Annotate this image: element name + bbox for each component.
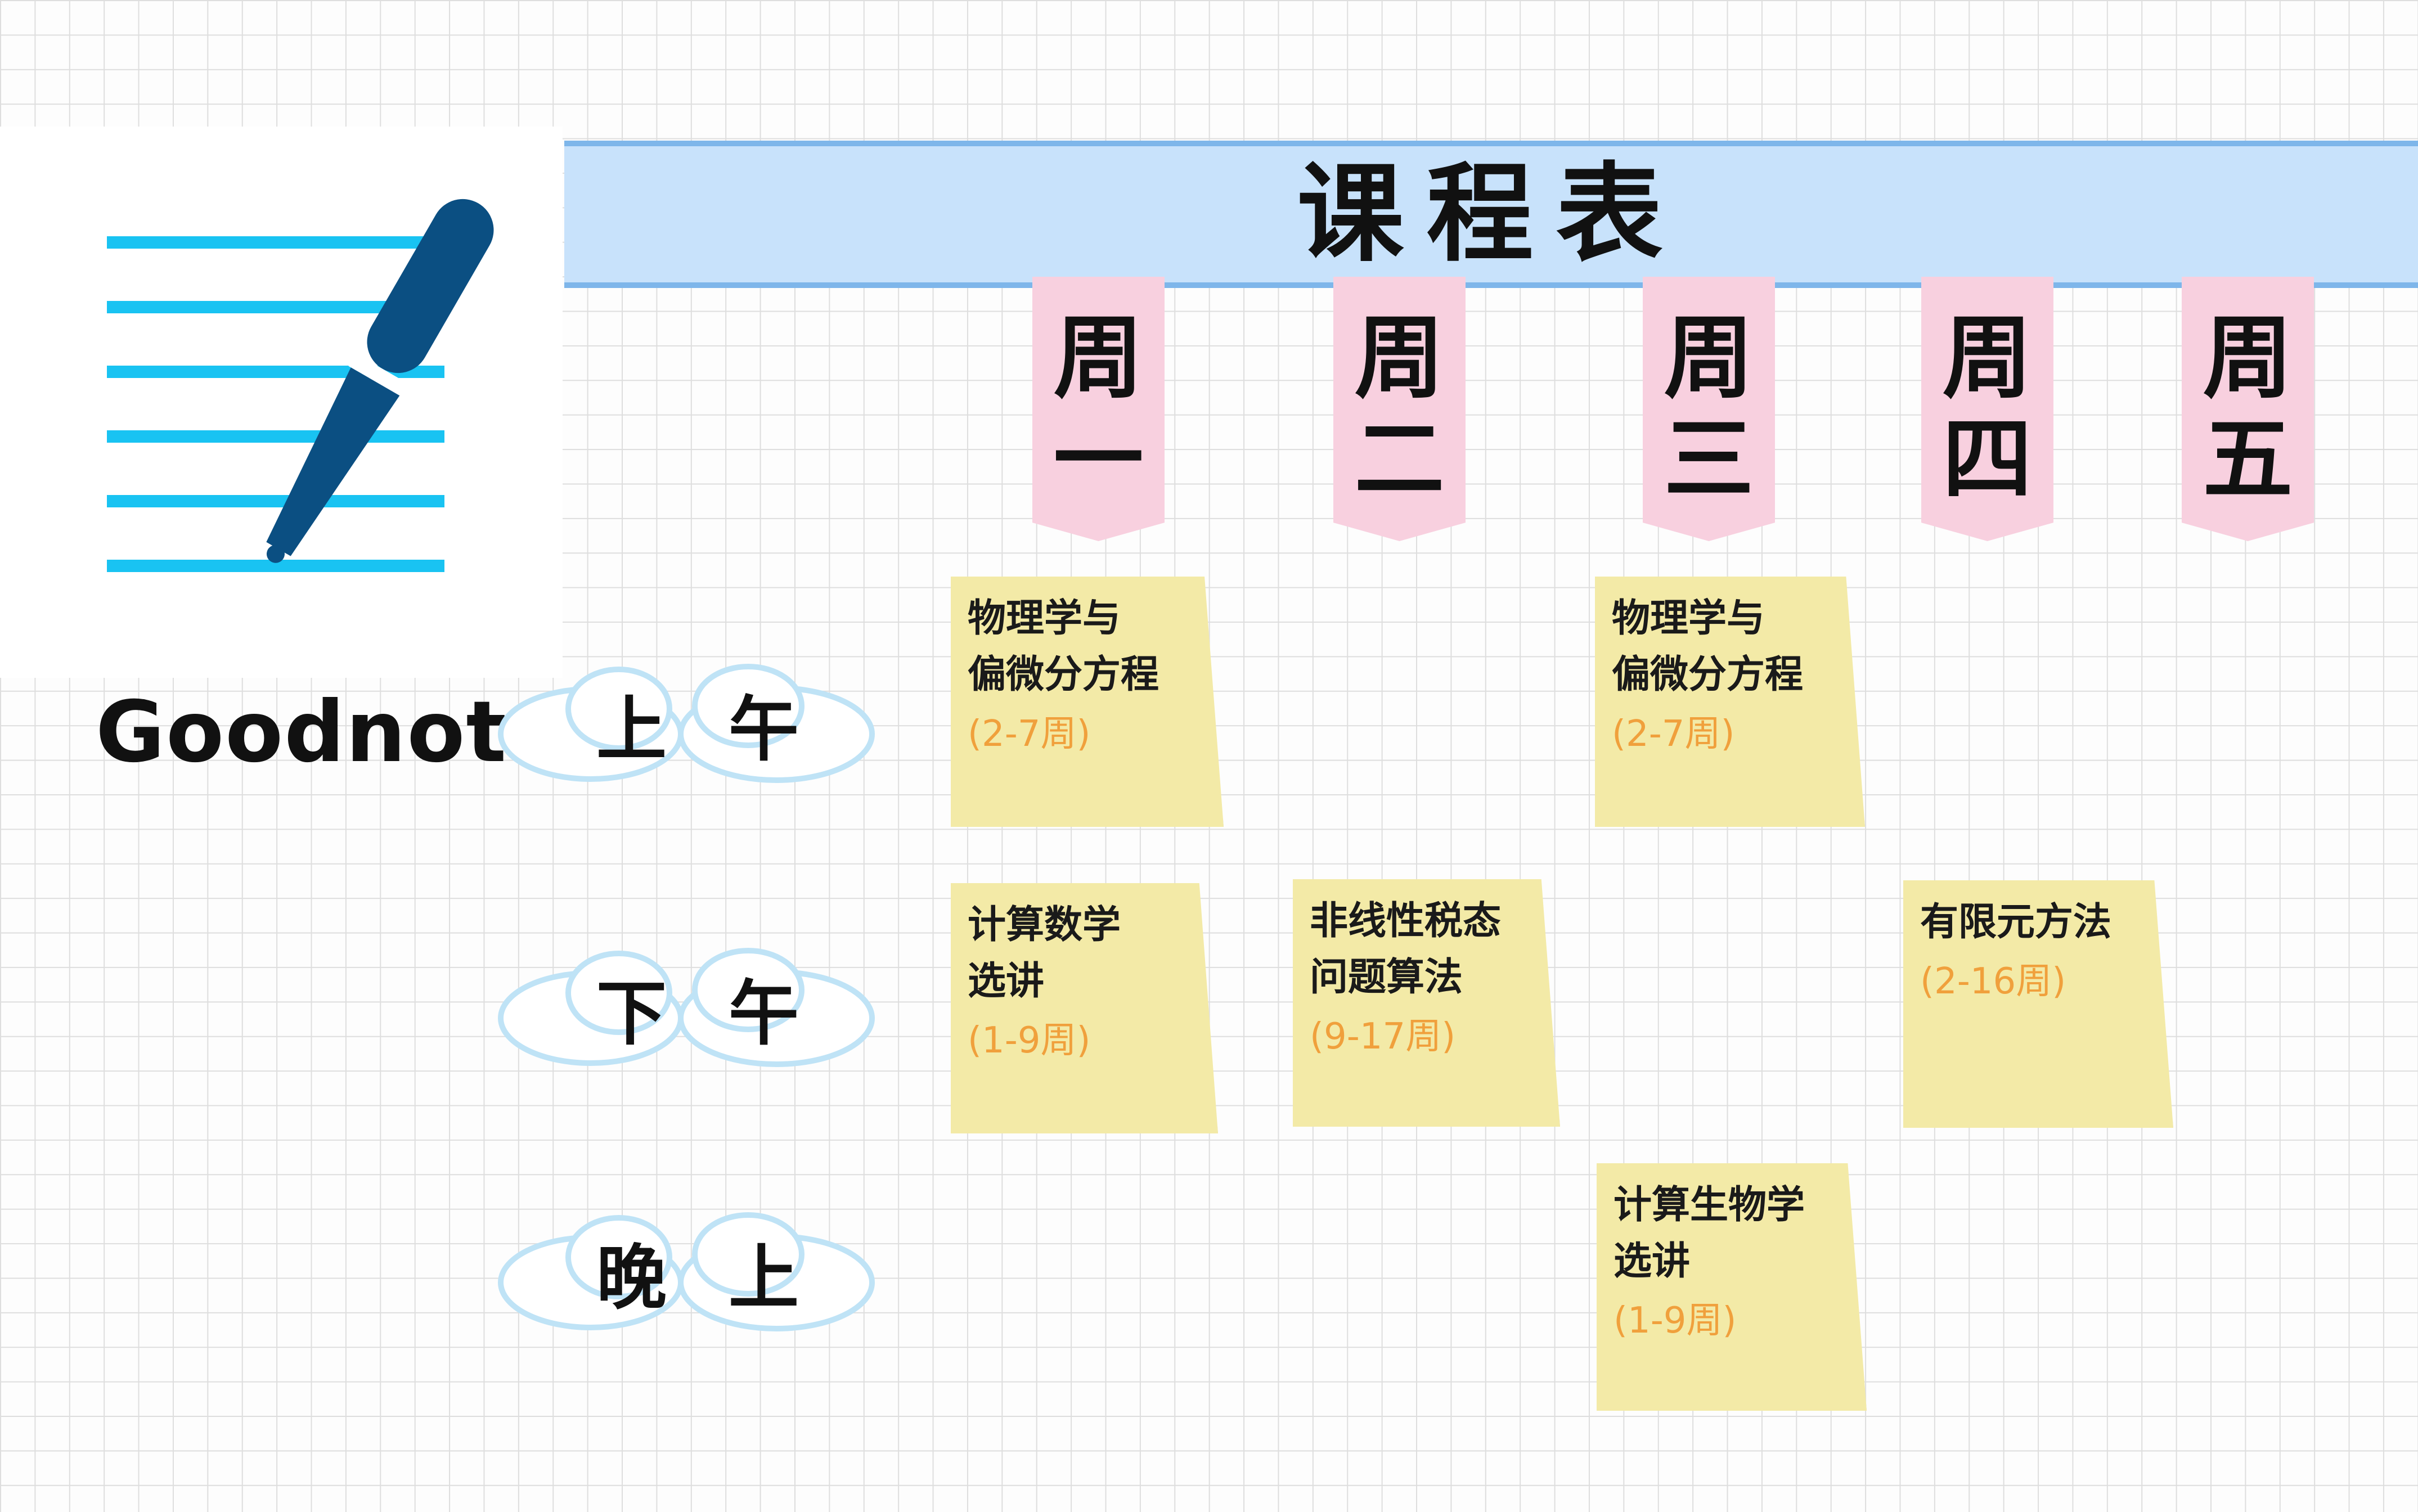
- day-label-bottom: 三: [1664, 407, 1754, 512]
- course-name-line: 偏微分方程: [968, 652, 1159, 697]
- course-name-line: 选讲: [1614, 1239, 1691, 1284]
- course-weeks: (2-7周): [1612, 713, 1735, 755]
- day-label-bottom: 一: [1053, 407, 1144, 512]
- day-label-bottom: 五: [2203, 407, 2293, 512]
- course-name-line: 有限元方法: [1920, 900, 2112, 944]
- day-ribbon-thu: 周 四: [1921, 277, 2053, 541]
- period-morning: 上 午: [495, 655, 900, 790]
- day-ribbon-mon: 周 一: [1032, 277, 1165, 541]
- course-name-line: 物理学与: [1612, 596, 1765, 641]
- period-afternoon: 下 午: [495, 939, 900, 1074]
- course-name-line: 计算数学: [968, 903, 1121, 947]
- course-note-mon-afternoon[interactable]: 计算数学 选讲 (1-9周): [951, 883, 1218, 1133]
- course-note-wed-morning[interactable]: 物理学与 偏微分方程 (2-7周): [1595, 577, 1865, 827]
- cloud-icon: [498, 664, 875, 783]
- goodnotes-pen-icon: [107, 199, 494, 572]
- day-label-top: 周: [1664, 305, 1754, 411]
- course-weeks: (9-17周): [1310, 1016, 1456, 1058]
- page-title: 课程表: [1297, 152, 1686, 276]
- day-ribbon-wed: 周 三: [1643, 277, 1775, 541]
- period-evening: 晚 上: [495, 1204, 900, 1339]
- course-note-mon-morning[interactable]: 物理学与 偏微分方程 (2-7周): [951, 577, 1224, 827]
- logo-wordmark: Goodnotes: [96, 683, 618, 781]
- period-char: 上: [729, 1237, 799, 1319]
- course-note-tue-afternoon[interactable]: 非线性税态 问题算法 (9-17周): [1293, 879, 1560, 1127]
- course-weeks: (1-9周): [1614, 1300, 1737, 1342]
- course-name-line: 选讲: [968, 959, 1045, 1004]
- course-name-line: 偏微分方程: [1612, 652, 1804, 697]
- period-char: 午: [729, 973, 799, 1055]
- goodnotes-logo: [0, 127, 563, 678]
- course-name-line: 问题算法: [1310, 955, 1463, 1000]
- course-name-line: 计算生物学: [1614, 1183, 1805, 1227]
- day-label-bottom: 四: [1942, 407, 2033, 512]
- day-ribbon-tue: 周 二: [1333, 277, 1466, 541]
- day-label-bottom: 二: [1354, 407, 1445, 512]
- day-label-top: 周: [1053, 305, 1144, 411]
- day-ribbon-fri: 周 五: [2182, 277, 2314, 541]
- course-weeks: (1-9周): [968, 1020, 1091, 1061]
- cloud-icon: [498, 948, 875, 1067]
- period-char: 下: [596, 973, 667, 1055]
- cloud-icon: [498, 1212, 875, 1331]
- course-weeks: (2-7周): [968, 713, 1091, 755]
- day-label-top: 周: [1942, 305, 2033, 411]
- course-name-line: 非线性税态: [1310, 899, 1502, 943]
- title-band: [564, 141, 2418, 288]
- period-char: 晚: [596, 1237, 667, 1319]
- period-char: 午: [729, 688, 799, 771]
- period-char: 上: [596, 688, 667, 771]
- course-note-thu-afternoon[interactable]: 有限元方法 (2-16周): [1903, 880, 2173, 1128]
- day-label-top: 周: [2203, 305, 2293, 411]
- course-weeks: (2-16周): [1920, 961, 2066, 1002]
- day-label-top: 周: [1354, 305, 1445, 411]
- course-name-line: 物理学与: [968, 596, 1121, 641]
- course-note-wed-evening[interactable]: 计算生物学 选讲 (1-9周): [1597, 1163, 1867, 1411]
